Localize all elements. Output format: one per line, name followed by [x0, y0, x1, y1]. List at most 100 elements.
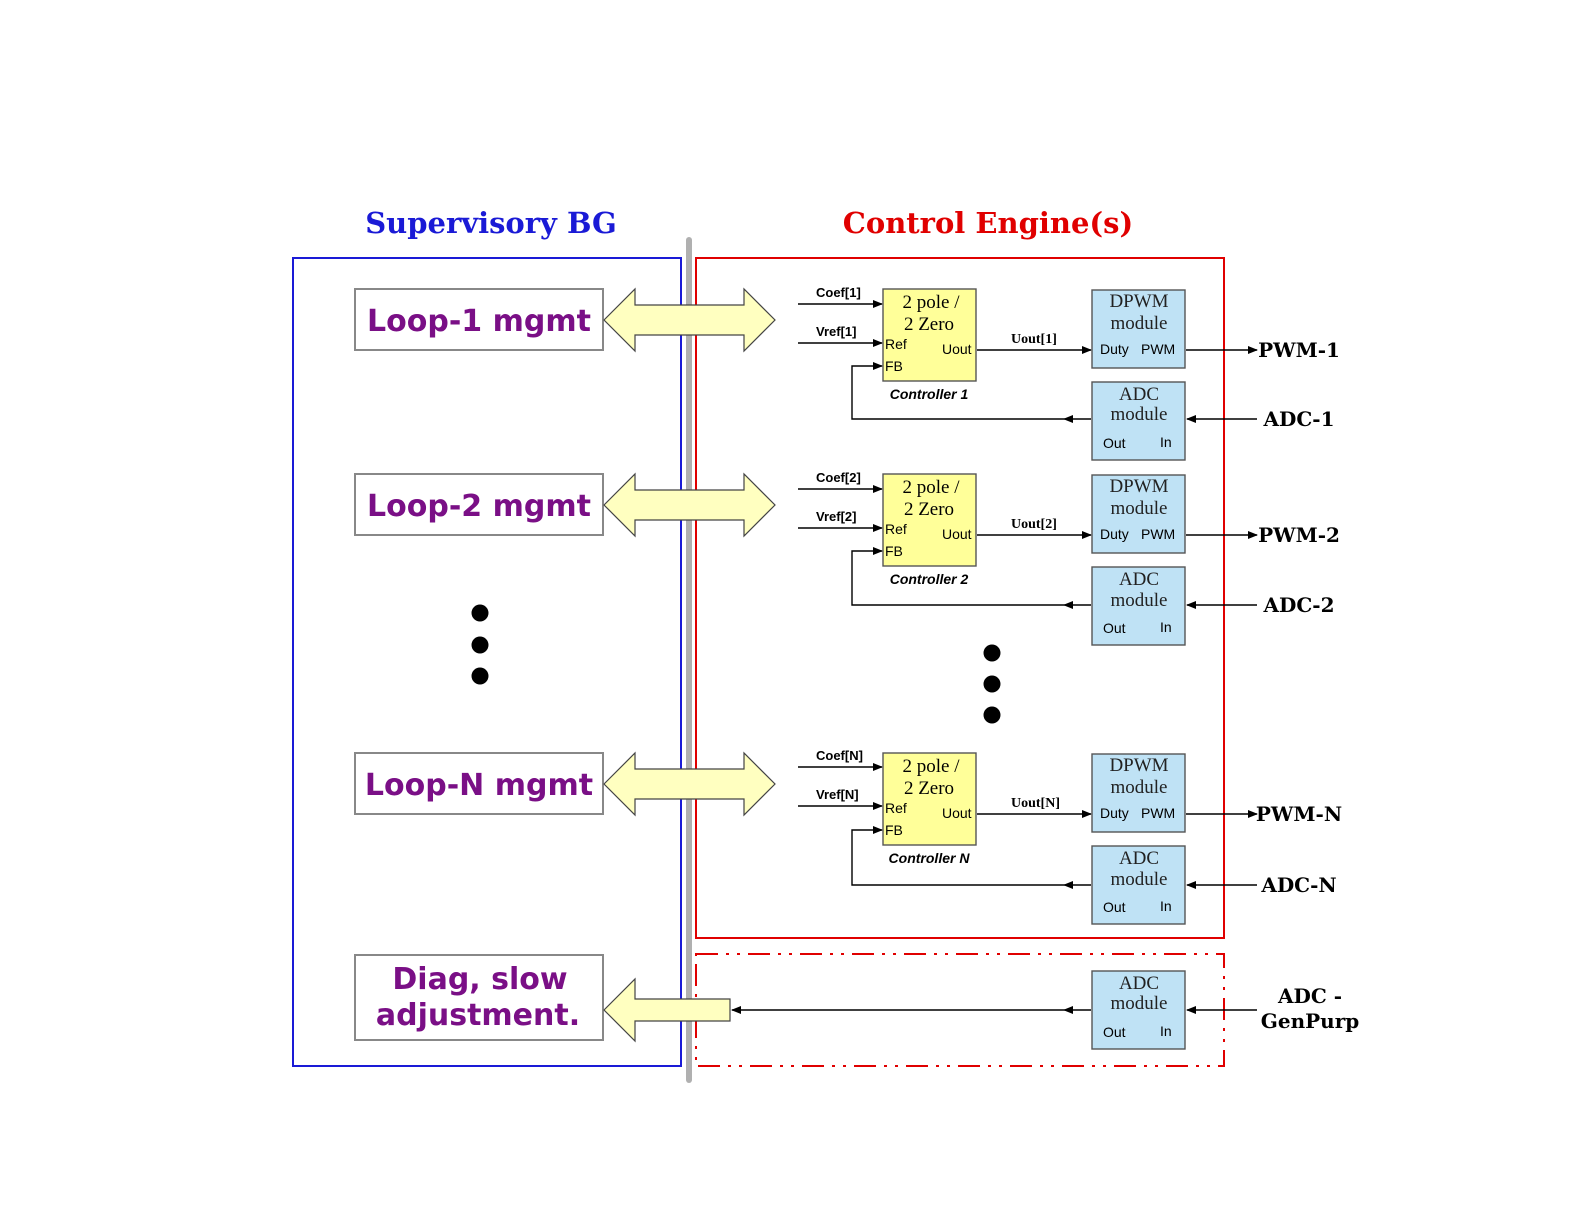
- controller-box: [882, 473, 977, 567]
- adc-out-port-label: Out: [1103, 899, 1126, 915]
- adc-line2: module: [1111, 993, 1168, 1014]
- adc-out-port-label: Out: [1103, 620, 1126, 636]
- controller-line2: 2 Zero: [904, 778, 954, 799]
- controller-line1: 2 pole /: [903, 292, 961, 313]
- adc-in-port-label: In: [1160, 619, 1172, 635]
- dpwm-line2: module: [1111, 313, 1168, 334]
- feedback-path: [851, 362, 1091, 420]
- adc-genpurp-module-box: [1091, 970, 1186, 1050]
- loop-1-group: Loop-1 mgmt Coef[1] Vref[1] 2 pole / 2 Z…: [354, 285, 1340, 461]
- diag-path-arrowhead: [1063, 1006, 1073, 1014]
- dpwm-module-box: [1091, 289, 1186, 369]
- adc-in-port-label: In: [1160, 898, 1172, 914]
- controller-line2: 2 Zero: [904, 314, 954, 335]
- dpwm-line1: DPWM: [1109, 291, 1168, 312]
- controller-line2: 2 Zero: [904, 499, 954, 520]
- dpwm-line1: DPWM: [1109, 476, 1168, 497]
- pwm-port-label: PWM: [1141, 526, 1175, 542]
- loop-mgmt-label: Loop-N mgmt: [365, 768, 593, 803]
- ref-port-label: Ref: [885, 336, 907, 352]
- pwm-output-label: PWM-1: [1258, 338, 1340, 362]
- uout-signal-label: Uout[N]: [1011, 796, 1060, 811]
- adc-in-port-label: In: [1160, 434, 1172, 450]
- dpwm-line1: DPWM: [1109, 755, 1168, 776]
- adc-line1: ADC: [1119, 384, 1159, 405]
- loop-mgmt-box: [354, 473, 604, 536]
- supervisory-title: Supervisory BG: [365, 206, 617, 240]
- controller-name: Controller 1: [890, 386, 969, 402]
- loop-mgmt-label: Loop-1 mgmt: [367, 304, 591, 339]
- feedback-arrowhead: [1063, 881, 1073, 889]
- loop-mgmt-box: [354, 288, 604, 351]
- feedback-path: [851, 826, 1091, 886]
- coef-label: Coef[N]: [816, 748, 863, 763]
- feedback-path: [851, 547, 1091, 606]
- pwm-output-label: PWM-N: [1256, 802, 1342, 826]
- duty-port-label: Duty: [1100, 526, 1129, 542]
- vref-label: Vref[2]: [816, 509, 856, 524]
- duty-port-label: Duty: [1100, 341, 1129, 357]
- diag-group: Diag, slow adjustment. ADC module Out In…: [354, 954, 1359, 1050]
- pwm-output-label: PWM-2: [1258, 523, 1340, 547]
- supervisory-frame: [292, 257, 682, 1067]
- bidirectional-arrow: [603, 472, 776, 538]
- controller-name: Controller N: [889, 850, 971, 866]
- adc-input-label: ADC-2: [1263, 593, 1335, 617]
- loop-mgmt-box: [354, 752, 604, 815]
- feedback-arrowhead: [1063, 601, 1073, 609]
- adc-input-label: ADC-N: [1260, 873, 1336, 897]
- ellipsis-left: [471, 604, 489, 685]
- vref-label: Vref[1]: [816, 324, 856, 339]
- ref-port-label: Ref: [885, 800, 907, 816]
- dpwm-line2: module: [1111, 498, 1168, 519]
- adc-line1: ADC: [1119, 848, 1159, 869]
- uout-port-label: Uout: [942, 805, 972, 821]
- bidirectional-arrow: [603, 287, 776, 353]
- pwm-port-label: PWM: [1141, 805, 1175, 821]
- adc-genpurp-label-line2: GenPurp: [1261, 1009, 1359, 1033]
- bidirectional-arrow: [603, 751, 776, 817]
- controller-line1: 2 pole /: [903, 477, 961, 498]
- feedback-arrowhead: [1063, 415, 1073, 423]
- loop-mgmt-label: Loop-2 mgmt: [367, 489, 591, 524]
- dpwm-module-box: [1091, 474, 1186, 554]
- uout-port-label: Uout: [942, 526, 972, 542]
- ref-port-label: Ref: [885, 521, 907, 537]
- loop-n-group: Loop-N mgmt Coef[N] Vref[N] 2 pole / 2 Z…: [354, 748, 1342, 925]
- adc-genpurp-label-line1: ADC -: [1277, 984, 1342, 1008]
- uout-port-label: Uout: [942, 341, 972, 357]
- coef-label: Coef[1]: [816, 285, 861, 300]
- adc-line2: module: [1111, 869, 1168, 890]
- controller-box: [882, 288, 977, 382]
- adc-out-port-label: Out: [1103, 435, 1126, 451]
- vref-label: Vref[N]: [816, 787, 859, 802]
- fb-port-label: FB: [885, 543, 903, 559]
- uout-signal-label: Uout[2]: [1011, 517, 1057, 532]
- fb-port-label: FB: [885, 358, 903, 374]
- pwm-port-label: PWM: [1141, 341, 1175, 357]
- duty-port-label: Duty: [1100, 805, 1129, 821]
- coef-label: Coef[2]: [816, 470, 861, 485]
- adc-out-port-label: Out: [1103, 1024, 1126, 1040]
- diag-arrow: [603, 977, 731, 1043]
- adc-module-box: [1091, 845, 1186, 925]
- fb-port-label: FB: [885, 822, 903, 838]
- adc-line1: ADC: [1119, 569, 1159, 590]
- controller-name: Controller 2: [890, 571, 969, 587]
- adc-module-box: [1091, 566, 1186, 646]
- dpwm-line2: module: [1111, 777, 1168, 798]
- adc-line2: module: [1111, 590, 1168, 611]
- diag-box: [354, 954, 604, 1041]
- diag-line2: adjustment.: [376, 998, 580, 1033]
- control-engine-frame: [695, 257, 1225, 939]
- control-engine-title: Control Engine(s): [843, 206, 1133, 240]
- loop-2-group: Loop-2 mgmt Coef[2] Vref[2] 2 pole / 2 Z…: [354, 470, 1340, 646]
- adc-line2: module: [1111, 404, 1168, 425]
- uout-signal-label: Uout[1]: [1011, 332, 1057, 347]
- adc-in-port-label: In: [1160, 1023, 1172, 1039]
- adc-module-box: [1091, 381, 1186, 461]
- dpwm-module-box: [1091, 753, 1186, 833]
- controller-box: [882, 752, 977, 846]
- controller-line1: 2 pole /: [903, 756, 961, 777]
